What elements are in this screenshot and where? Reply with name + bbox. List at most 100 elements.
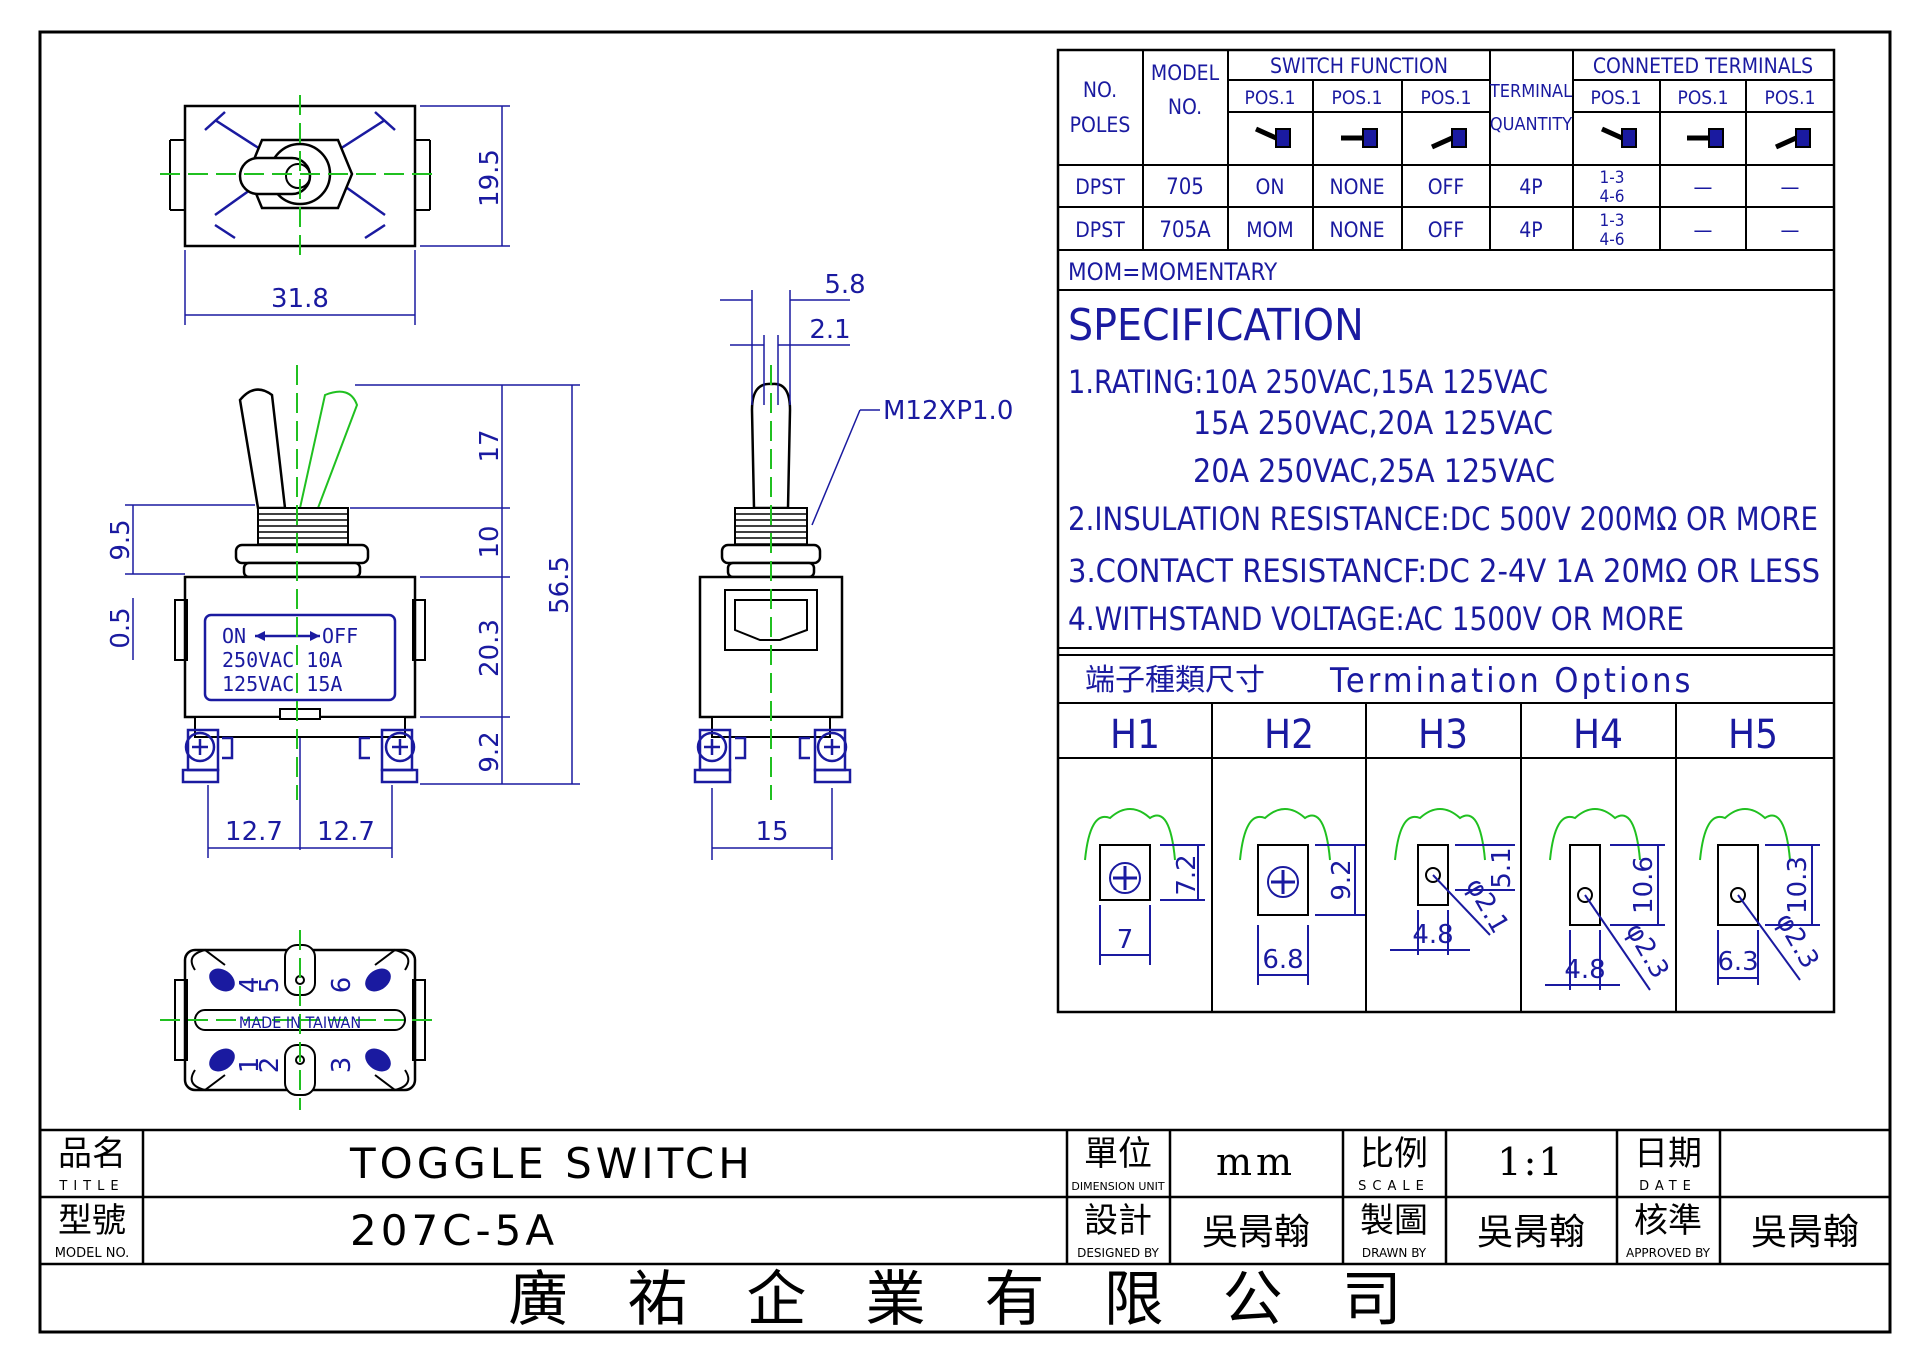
spec-heading: SPECIFICATION bbox=[1068, 300, 1364, 351]
scale-label-en: SCALE bbox=[1358, 1179, 1430, 1194]
hdr-pos-1: POS.1 bbox=[1245, 87, 1296, 109]
date-label-en: DATE bbox=[1639, 1179, 1697, 1194]
dim-lever: 17 bbox=[475, 429, 505, 462]
row2-f3: OFF bbox=[1428, 218, 1465, 242]
company-name: 廣 祐 企 業 有 限 公 司 bbox=[508, 1265, 1422, 1335]
row2-c1a: 1-3 bbox=[1600, 211, 1625, 231]
pin-3: 3 bbox=[327, 1057, 357, 1074]
row1-c1b: 4-6 bbox=[1600, 187, 1625, 207]
row2-f2: NONE bbox=[1329, 218, 1384, 242]
pin-1: 1 bbox=[235, 1057, 265, 1074]
model-value: 207C-5A bbox=[350, 1206, 558, 1255]
termination-title-cn: 端子種類尺寸 bbox=[1085, 663, 1265, 698]
spec-line-5: 3.CONTACT RESISTANCF:DC 2-4V 1A 20MΩ OR … bbox=[1068, 552, 1820, 590]
hdr-terminal-2: QUANTITY bbox=[1490, 114, 1572, 135]
model-label-cn: 型號 bbox=[58, 1201, 126, 1241]
spec-line-3: 20A 250VAC,25A 125VAC bbox=[1193, 452, 1555, 490]
row1-c2: — bbox=[1694, 175, 1713, 199]
dim-top-width: 31.8 bbox=[271, 284, 329, 314]
h4-d3: φ2.3 bbox=[1619, 918, 1674, 984]
lever-position-icons bbox=[1254, 126, 1811, 150]
dim-terminal: 9.2 bbox=[475, 731, 505, 772]
row1-c1a: 1-3 bbox=[1600, 168, 1625, 188]
pin-2: 2 bbox=[255, 1057, 285, 1074]
row1-f2: NONE bbox=[1329, 175, 1384, 199]
title-block: 品名 TITLE TOGGLE SWITCH 型號 MODEL NO. 207C… bbox=[40, 1128, 1890, 1335]
top-view: 19.5 31.8 bbox=[160, 95, 510, 325]
hdr-pos-6: POS.1 bbox=[1765, 87, 1816, 109]
opt-h5: H5 bbox=[1728, 712, 1778, 758]
row1-c3: — bbox=[1781, 175, 1800, 199]
h4-d2: 4.8 bbox=[1564, 955, 1605, 985]
hdr-no-poles-2: POLES bbox=[1070, 113, 1131, 137]
h1-d1: 7.2 bbox=[1172, 854, 1202, 895]
h4-d1: 10.6 bbox=[1629, 856, 1659, 914]
drawn-value: 吳昺翰 bbox=[1477, 1212, 1585, 1253]
pin-4: 4 bbox=[235, 977, 265, 994]
dim-thread: M12XP1.0 bbox=[883, 396, 1013, 426]
front-label-on: ON bbox=[222, 624, 246, 648]
pin-5: 5 bbox=[255, 977, 285, 994]
h1-d2: 7 bbox=[1117, 925, 1134, 955]
row2-c3: — bbox=[1781, 218, 1800, 242]
h5-d1: 10.3 bbox=[1783, 856, 1813, 914]
dim-left-a: 9.5 bbox=[106, 519, 136, 560]
dim-bushing: 10 bbox=[475, 525, 505, 558]
row2-poles: DPST bbox=[1075, 218, 1125, 242]
dim-spacing-b: 12.7 bbox=[317, 817, 375, 847]
bottom-view: MADE IN TAIWAN 4 5 6 1 2 3 bbox=[160, 930, 440, 1110]
dim-body: 20.3 bbox=[475, 619, 505, 677]
drawn-label-en: DRAWN BY bbox=[1362, 1246, 1427, 1260]
title-label-cn: 品名 bbox=[58, 1134, 126, 1174]
row2-terminals: 4P bbox=[1519, 218, 1542, 242]
scale-label-cn: 比例 bbox=[1360, 1134, 1428, 1174]
row1-poles: DPST bbox=[1075, 175, 1125, 199]
made-in-label: MADE IN TAIWAN bbox=[239, 1013, 361, 1032]
sheet-border bbox=[38, 30, 1892, 1334]
approve-label-en: APPROVED BY bbox=[1626, 1246, 1711, 1260]
row2-model: 705A bbox=[1159, 218, 1211, 243]
front-view: ON OFF 250VAC 10A 125VAC 15A bbox=[106, 365, 580, 858]
dim-side-top-b: 2.1 bbox=[809, 315, 850, 345]
scale-value: 1:1 bbox=[1497, 1140, 1564, 1184]
unit-label-cn: 單位 bbox=[1084, 1134, 1152, 1174]
side-view: 5.8 2.1 M12XP1.0 15 bbox=[693, 270, 1013, 860]
h5-d3: φ2.3 bbox=[1769, 908, 1824, 974]
approve-label-cn: 核準 bbox=[1634, 1201, 1702, 1241]
title-value: TOGGLE SWITCH bbox=[349, 1139, 754, 1188]
row1-f3: OFF bbox=[1428, 175, 1465, 199]
hdr-switch-function: SWITCH FUNCTION bbox=[1270, 54, 1448, 78]
unit-value: mm bbox=[1216, 1140, 1296, 1184]
hdr-terminal-1: TERMINAL bbox=[1489, 81, 1572, 102]
spec-line-4: 2.INSULATION RESISTANCE:DC 500V 200MΩ OR… bbox=[1068, 500, 1818, 538]
dim-top-height: 19.5 bbox=[475, 149, 505, 207]
unit-label-en: DIMENSION UNIT bbox=[1071, 1180, 1165, 1193]
row2-c2: — bbox=[1694, 218, 1713, 242]
hdr-pos-3: POS.1 bbox=[1421, 87, 1472, 109]
hdr-pos-4: POS.1 bbox=[1591, 87, 1642, 109]
row1-terminals: 4P bbox=[1519, 175, 1542, 199]
termination-title-en: Termination Options bbox=[1329, 661, 1693, 701]
dim-side-top-a: 5.8 bbox=[824, 270, 865, 300]
hdr-model-2: NO. bbox=[1168, 95, 1202, 119]
dim-left-b: 0.5 bbox=[106, 607, 136, 648]
front-label-line3: 125VAC 15A bbox=[222, 672, 342, 696]
hdr-connected-terminals: CONNETED TERMINALS bbox=[1593, 54, 1813, 78]
opt-h3: H3 bbox=[1418, 712, 1468, 758]
spec-table: NO. POLES MODEL NO. SWITCH FUNCTION TERM… bbox=[1056, 48, 1836, 1014]
design-label-en: DESIGNED BY bbox=[1077, 1246, 1159, 1260]
row1-f1: ON bbox=[1256, 175, 1285, 199]
mom-note: MOM=MOMENTARY bbox=[1068, 258, 1278, 286]
drawn-label-cn: 製圖 bbox=[1360, 1201, 1428, 1241]
row2-c1b: 4-6 bbox=[1600, 230, 1625, 250]
spec-line-2: 15A 250VAC,20A 125VAC bbox=[1193, 404, 1553, 442]
opt-h1: H1 bbox=[1110, 712, 1160, 758]
design-value: 吳昺翰 bbox=[1202, 1212, 1310, 1253]
h2-d1: 9.2 bbox=[1327, 859, 1357, 900]
hdr-no-poles-1: NO. bbox=[1083, 78, 1117, 102]
dim-side-width: 15 bbox=[755, 817, 788, 847]
hdr-pos-5: POS.1 bbox=[1678, 87, 1729, 109]
model-label-en: MODEL NO. bbox=[55, 1246, 130, 1261]
row2-f1: MOM bbox=[1246, 218, 1293, 242]
